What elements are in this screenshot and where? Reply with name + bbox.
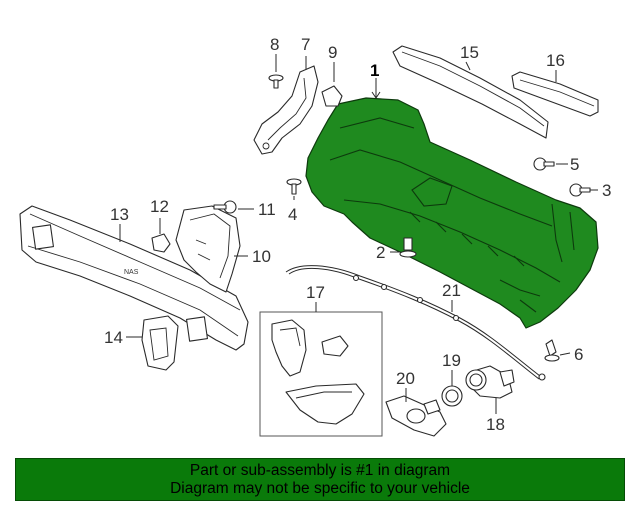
part-10-bracket[interactable]: [175, 205, 241, 293]
callout-14: 14: [104, 328, 123, 347]
callout-13: 13: [110, 205, 129, 224]
part-12-nut[interactable]: [151, 233, 171, 253]
callout-19: 19: [442, 351, 461, 370]
notice-line-1: Part or sub-assembly is #1 in diagram: [189, 462, 451, 479]
callout-4: 4: [288, 205, 297, 224]
callout-6: 6: [574, 345, 583, 364]
part-17-mudflap-kit[interactable]: [259, 311, 383, 437]
part-6-fastener[interactable]: [544, 339, 560, 362]
callout-5: 5: [570, 155, 579, 174]
part-2-retainer[interactable]: [399, 237, 417, 258]
notice-line-2: Diagram may not be specific to your vehi…: [170, 480, 470, 497]
parts-diagram: NAS: [19, 35, 611, 437]
callout-12: 12: [150, 197, 169, 216]
callout-1: 1: [370, 61, 379, 80]
part-1-bumper-cover[interactable]: [305, 97, 599, 329]
callout-2: 2: [376, 243, 385, 262]
diagram-notice-banner: Part or sub-assembly is #1 in diagram Di…: [15, 458, 625, 501]
callout-11: 11: [258, 200, 276, 219]
callout-3: 3: [602, 181, 611, 200]
part-3-screw[interactable]: [569, 183, 591, 197]
leader-lines: [119, 54, 598, 414]
callout-8: 8: [270, 35, 279, 54]
part-13-impact-bar[interactable]: NAS: [19, 205, 249, 351]
callout-20: 20: [396, 369, 415, 388]
part-15-molding[interactable]: [392, 45, 549, 139]
part-19-sensor-ring[interactable]: [441, 385, 463, 407]
callout-21: 21: [442, 281, 461, 300]
part-8-clip[interactable]: [268, 74, 284, 89]
part-18-parking-sensor[interactable]: [465, 365, 515, 399]
callout-16: 16: [546, 51, 565, 70]
beam-stamp: NAS: [124, 269, 139, 276]
part-4-fastener[interactable]: [286, 178, 302, 195]
part-14-bracket[interactable]: [141, 315, 179, 371]
part-7-side-bracket[interactable]: [253, 65, 319, 155]
part-16-reflector[interactable]: [511, 71, 599, 117]
callout-17: 17: [306, 283, 325, 302]
part-5-pin[interactable]: [533, 157, 555, 171]
callout-15: 15: [460, 43, 479, 62]
callout-10: 10: [252, 247, 271, 266]
part-21-harness[interactable]: [285, 265, 546, 381]
part-11-bolt[interactable]: [213, 200, 237, 214]
callout-18: 18: [486, 415, 505, 434]
callout-7: 7: [301, 35, 310, 54]
callout-9: 9: [328, 43, 337, 62]
part-9-clip[interactable]: [321, 85, 343, 107]
part-20-sensor-bezel[interactable]: [385, 395, 447, 437]
